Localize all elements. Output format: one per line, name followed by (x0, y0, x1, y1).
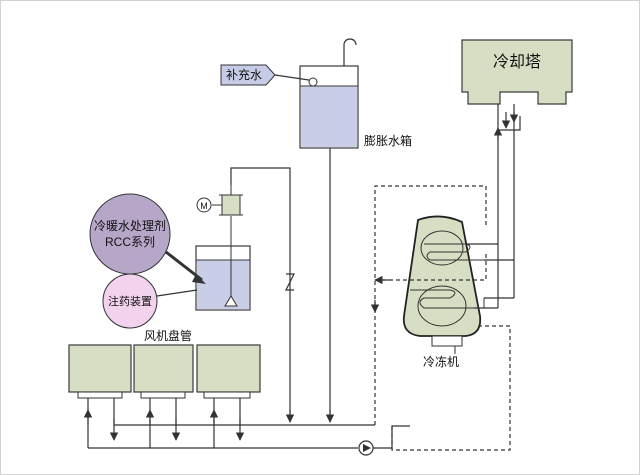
expansion-tank-label: 膨胀水箱 (364, 133, 412, 148)
dosing-device: 注药装置 (102, 273, 158, 329)
agitator-icon (224, 295, 238, 307)
fan-coil-3 (196, 344, 261, 399)
chiller: 冷冻机 (402, 215, 485, 369)
dosing-device-link (156, 289, 198, 297)
chiller-label: 冷冻机 (423, 354, 459, 369)
fan-coil-2 (133, 344, 194, 399)
cooling-tower-outlet (498, 116, 521, 131)
expansion-tank: 膨胀水箱 (299, 38, 412, 149)
fan-coil-1 (68, 344, 132, 399)
check-valve-icon (285, 273, 295, 291)
treatment-pointer-head (192, 274, 206, 284)
evaporator-coil-icon (410, 289, 485, 309)
water-treatment-agent: 冷暖水处理剂 RCC系列 (89, 193, 171, 275)
makeup-water-pipe (274, 74, 310, 81)
bypass-bottom (391, 325, 511, 451)
dosing-device-label: 注药装置 (108, 294, 152, 308)
motor-symbol: M (200, 201, 208, 211)
makeup-water-tag: 补充水 (220, 64, 310, 86)
motor-icon (196, 197, 212, 213)
fan-coil-label: 风机盘管 (144, 328, 192, 343)
cooling-tower-label: 冷却塔 (493, 53, 541, 71)
mixer-motor: M (196, 185, 243, 216)
dosing-feed-pipe (230, 167, 291, 422)
condenser-coil-icon (424, 243, 484, 261)
cooling-tower: 冷却塔 (461, 39, 573, 105)
water-treatment-label-1: 冷暖水处理剂 (94, 218, 166, 233)
circulation-pump (358, 440, 374, 456)
float-valve-icon (308, 77, 318, 87)
makeup-water-label: 补充水 (226, 67, 262, 82)
vent-pipe (343, 38, 357, 66)
water-treatment-label-2: RCC系列 (105, 235, 155, 249)
dosing-tank (195, 216, 251, 311)
